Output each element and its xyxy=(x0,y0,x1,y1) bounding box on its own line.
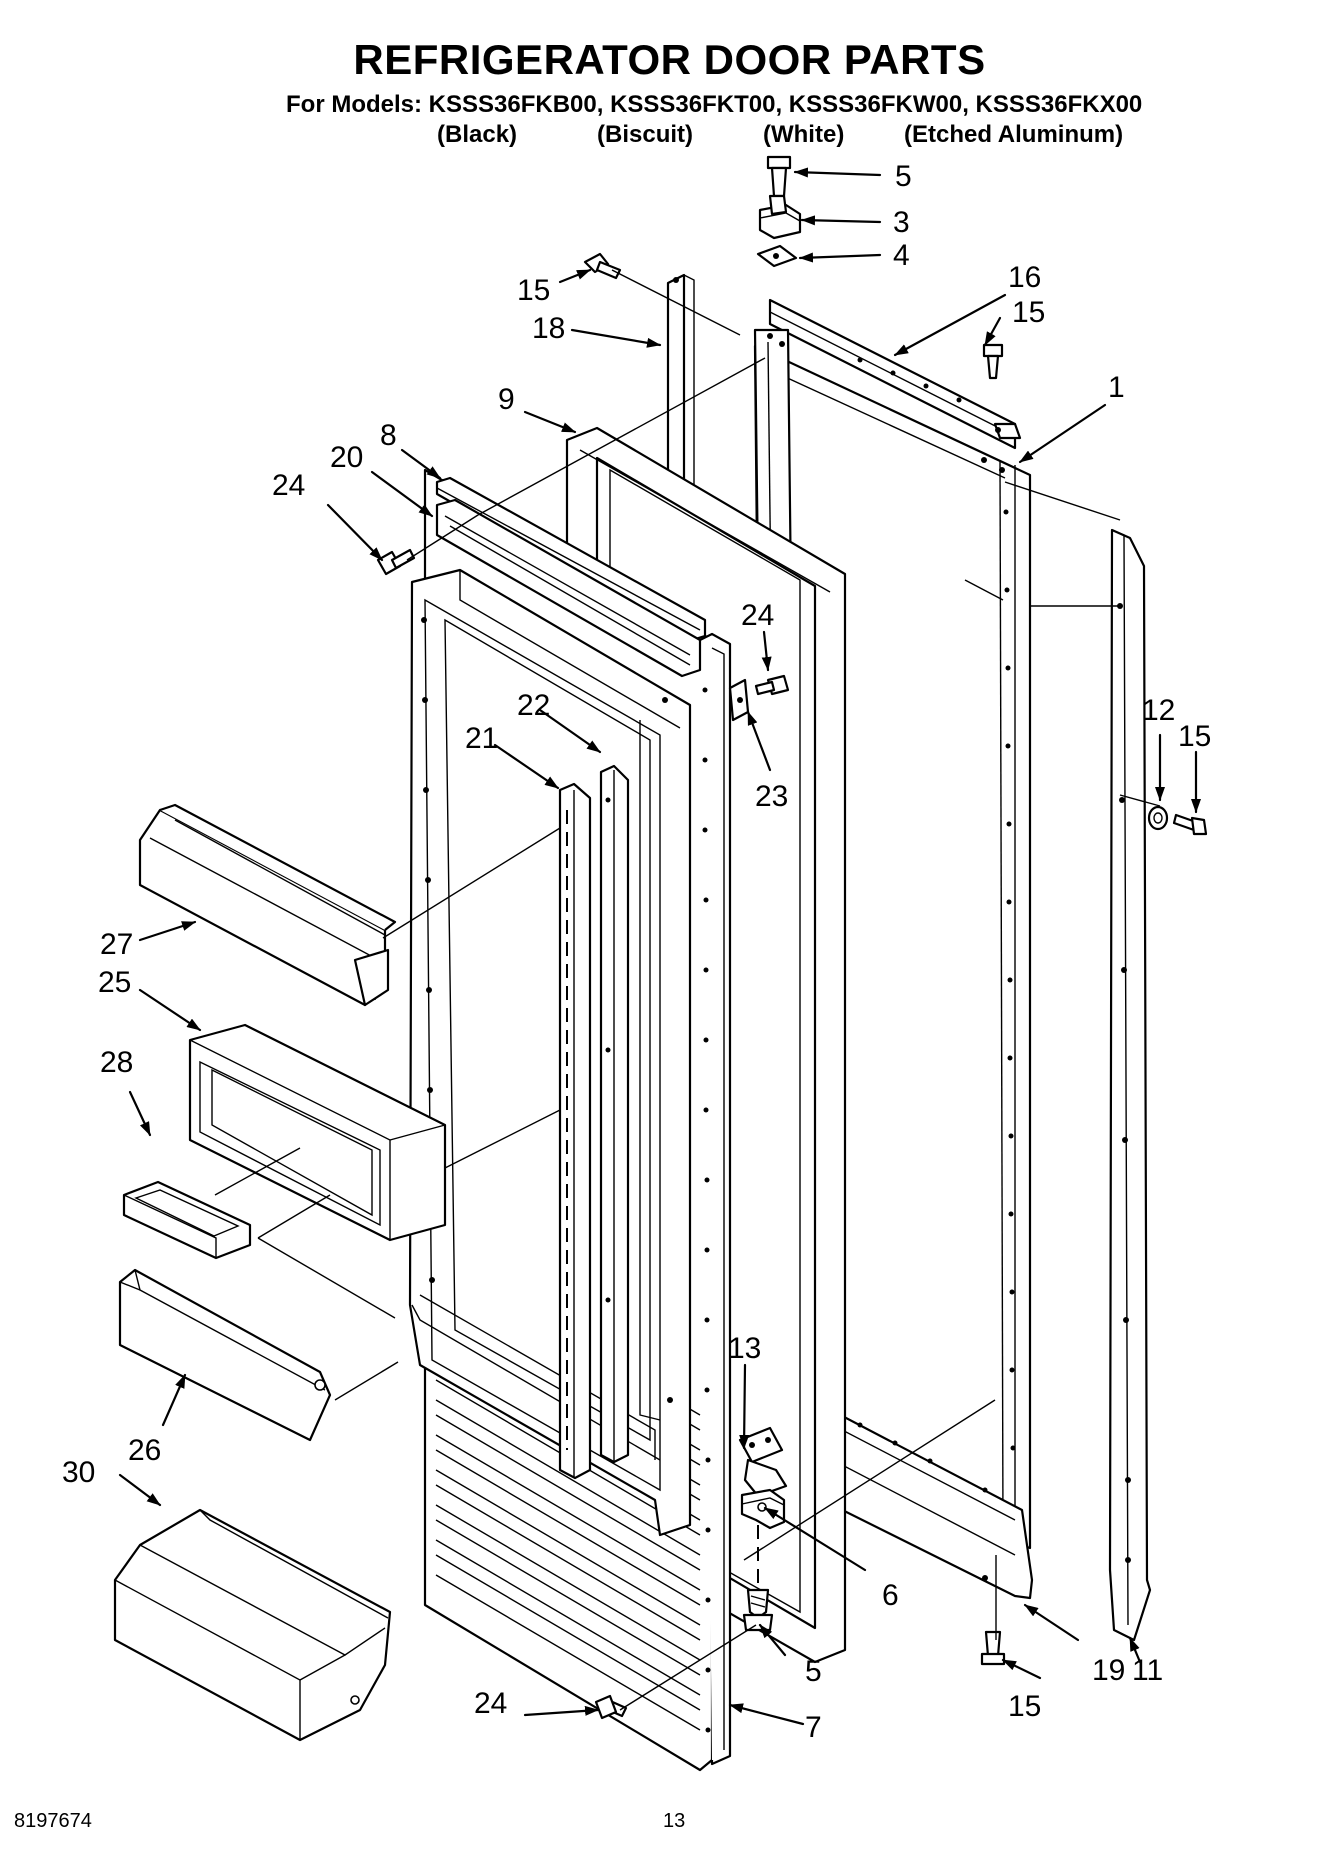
callout-5-bottom: 5 xyxy=(805,1655,822,1688)
part-20-top-cap xyxy=(435,498,702,678)
callout-3: 3 xyxy=(893,206,910,239)
callout-9: 9 xyxy=(498,383,515,416)
page-title: REFRIGERATOR DOOR PARTS xyxy=(353,36,986,83)
callout-7: 7 xyxy=(805,1711,822,1744)
variant-white: (White) xyxy=(763,121,845,148)
part-12-washer xyxy=(1147,805,1169,831)
callout-19: 19 xyxy=(1092,1654,1125,1687)
part-15-screw-top-right xyxy=(982,343,1004,380)
callout-28: 28 xyxy=(100,1046,133,1079)
part-3-top-hinge xyxy=(758,194,802,240)
assembly-leader-lines xyxy=(214,269,1161,1711)
callout-15-side: 15 xyxy=(1178,720,1211,753)
callout-25: 25 xyxy=(98,966,131,999)
callout-24-middle: 24 xyxy=(741,599,774,632)
part-16-top-channel xyxy=(768,298,1022,450)
callout-22: 22 xyxy=(517,689,550,722)
part-23-clip xyxy=(728,678,750,722)
callout-30: 30 xyxy=(62,1456,95,1489)
callout-13: 13 xyxy=(728,1332,761,1365)
page-number: 13 xyxy=(663,1810,686,1832)
callout-15-top-right: 15 xyxy=(1012,296,1045,329)
callout-24-bottom: 24 xyxy=(474,1687,507,1720)
models-line: For Models: KSSS36FKB00, KSSS36FKT00, KS… xyxy=(286,91,1143,118)
part-22-liner-strip xyxy=(599,764,630,1464)
part-25-door-bin-frame xyxy=(188,1023,447,1242)
callout-23: 23 xyxy=(755,780,788,813)
part-5-top-hinge-screw xyxy=(766,155,792,198)
callout-6: 6 xyxy=(882,1579,899,1612)
callout-12: 12 xyxy=(1142,694,1175,727)
callout-1: 1 xyxy=(1108,371,1125,404)
variant-etched-aluminum: (Etched Aluminum) xyxy=(904,121,1124,148)
callout-18: 18 xyxy=(532,312,565,345)
callout-8: 8 xyxy=(380,419,397,452)
callout-27: 27 xyxy=(100,928,133,961)
callout-15-bottom: 15 xyxy=(1008,1690,1041,1723)
callout-5-top: 5 xyxy=(895,160,912,193)
callout-16: 16 xyxy=(1008,261,1041,294)
variant-black: (Black) xyxy=(437,121,518,148)
part-30-lower-bin xyxy=(113,1508,392,1742)
callout-20: 20 xyxy=(330,441,363,474)
part-15-screw-bottom xyxy=(980,1630,1006,1666)
part-15-screw-top-left xyxy=(583,252,622,280)
part-8-top-trim xyxy=(435,476,707,642)
part-24-screw-upper-left xyxy=(376,548,416,576)
part-21-liner-strip xyxy=(558,782,592,1480)
callout-21: 21 xyxy=(465,722,498,755)
callout-11: 11 xyxy=(1132,1654,1163,1687)
part-27-door-bin xyxy=(138,803,397,1007)
callout-15-top-left: 15 xyxy=(517,274,550,307)
document-number: 8197674 xyxy=(14,1810,92,1832)
callout-26: 26 xyxy=(128,1434,161,1467)
callout-arrows xyxy=(118,167,1201,1726)
part-24-screw-middle xyxy=(754,674,790,696)
part-28-small-tray xyxy=(122,1180,252,1260)
part-26-shelf-retainer xyxy=(118,1268,332,1442)
part-11-side-trim xyxy=(1108,528,1152,1642)
part-24-screw-bottom xyxy=(594,1694,628,1720)
callout-24-upper-left: 24 xyxy=(272,469,305,502)
variant-biscuit: (Biscuit) xyxy=(597,121,693,148)
part-4-hinge-shim xyxy=(756,244,798,268)
callout-4: 4 xyxy=(893,239,910,272)
part-15-screw-side xyxy=(1172,813,1208,836)
